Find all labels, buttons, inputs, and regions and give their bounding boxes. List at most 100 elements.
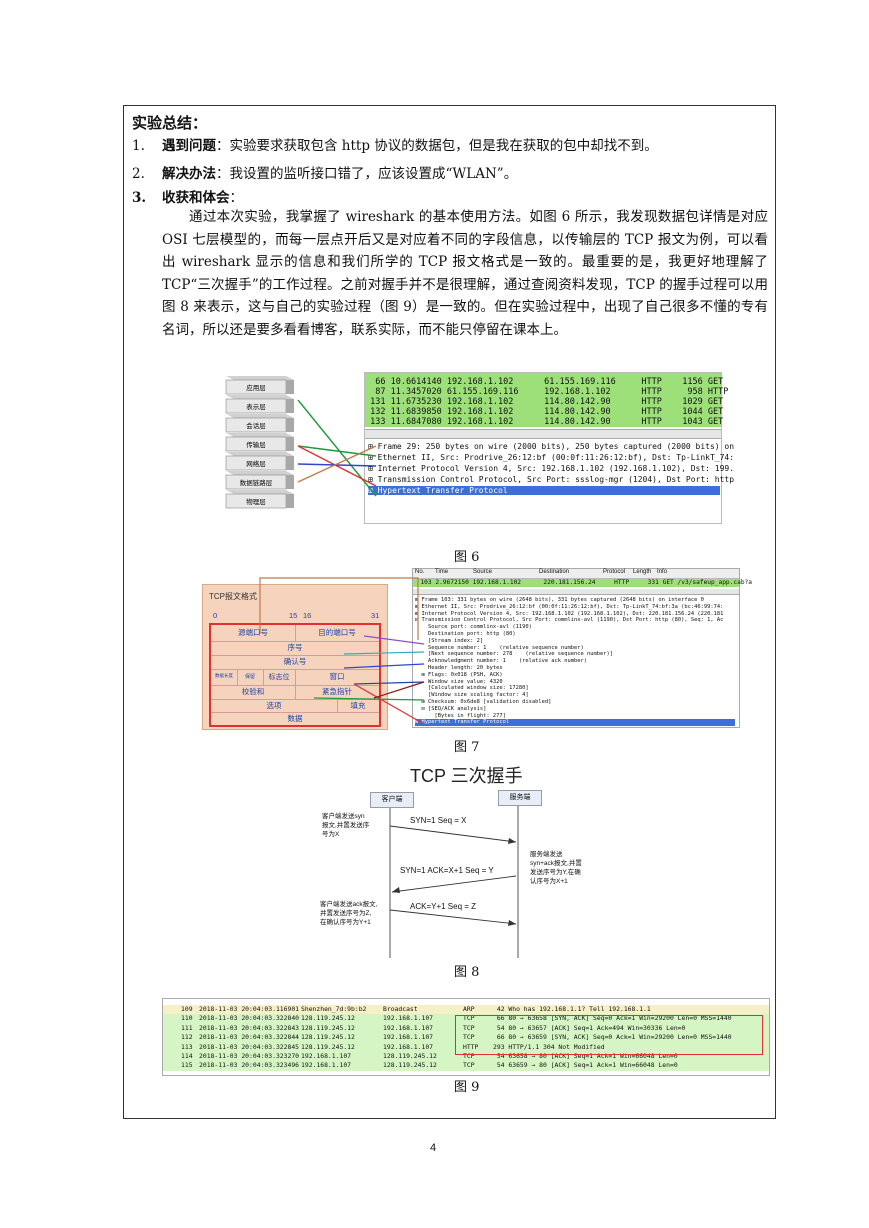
layer-block-top — [226, 471, 294, 475]
tree-line[interactable]: [Calculated window size: 17280] — [415, 685, 529, 692]
packet-row-selected[interactable]: 103 2.9672150 192.168.1.102 220.181.156.… — [413, 579, 752, 587]
cell-info: 66 80 → 63659 [SYN, ACK] Seq=0 Ack=1 Win… — [493, 1033, 732, 1042]
tree-line[interactable]: Sequence number: 1 (relative sequence nu… — [415, 644, 584, 651]
tree-line[interactable]: Acknowledgment number: 1 (relative ack n… — [415, 658, 588, 665]
cell-proto: TCP — [463, 1014, 475, 1023]
layer-block-top — [226, 376, 294, 380]
tree-ip: ⊞ Internet Protocol Version 4, Src: 192.… — [368, 464, 735, 473]
tree-line[interactable]: [Bytes in flight: 277] — [415, 712, 506, 719]
field-reserved: 保留 — [237, 669, 264, 686]
cell-info: 42 Who has 192.168.1.1? Tell 192.168.1.1 — [493, 1005, 651, 1013]
tree-line[interactable]: ⊟ Transmission Control Protocol, Src Por… — [415, 617, 724, 624]
cell-time: 2018-11-03 20:04:03.323496 — [199, 1061, 300, 1070]
cell-info: 54 63659 → 80 [ACK] Seq=1 Ack=1 Win=6604… — [493, 1061, 678, 1070]
horizontal-scrollbar[interactable] — [413, 589, 739, 595]
fig7-arrows — [259, 577, 425, 725]
cell-no: 112 — [181, 1033, 193, 1042]
tree-frame: ⊞ Frame 29: 250 bytes on wire (2000 bits… — [368, 442, 735, 451]
osi-layer-label: 网络层 — [246, 459, 266, 468]
field-checksum: 校验和 — [211, 685, 296, 700]
field-window: 窗口 — [295, 669, 379, 686]
cell-src: 128.119.245.12 — [301, 1042, 355, 1051]
layer-block-side — [286, 437, 294, 451]
cell-dst: 192.168.1.107 — [383, 1023, 434, 1032]
osi-layer-label: 表示层 — [246, 402, 266, 411]
cell-proto: TCP — [463, 1061, 475, 1070]
packet-list — [365, 373, 721, 427]
field-options: 选项 — [211, 699, 338, 713]
col-destination: Destination — [539, 569, 570, 575]
summary-title: 实验总结： — [132, 114, 208, 132]
field-data-offset: 数据长度 — [211, 669, 238, 686]
fig6-caption: 图 6 — [454, 550, 480, 565]
layer-block-side — [286, 475, 294, 489]
tree-line[interactable]: ⊞ Flags: 0x018 (PSH, ACK) — [415, 671, 503, 678]
cell-info: 293 HTTP/1.1 304 Not Modified — [493, 1042, 605, 1051]
layer-block-top — [226, 452, 294, 456]
tree-line[interactable]: ⊞ Hypertext Transfer Protocol — [415, 719, 735, 727]
cell-no: 110 — [181, 1014, 193, 1023]
fig9-caption: 图 9 — [454, 1080, 480, 1095]
col-protocol: Protocol — [603, 569, 626, 575]
item-problem: 1.遇到问题：实验要求获取包含 http 协议的数据包，但是我在获取的包中却找不… — [132, 138, 658, 154]
gains-paragraph: 通过本次实验，我掌握了 wireshark 的基本使用方法。如图 6 所示，我发… — [162, 209, 768, 338]
cell-no: 111 — [181, 1023, 193, 1032]
cell-info: 54 80 → 63657 [ACK] Seq=1 Ack=494 Win=30… — [493, 1023, 686, 1032]
col-time: Time — [435, 569, 449, 575]
cell-time: 2018-11-03 20:04:03.322843 — [199, 1023, 300, 1032]
horizontal-scrollbar[interactable] — [365, 429, 721, 439]
bit-label: 16 — [303, 611, 312, 620]
tree-line[interactable]: ⊞ Ethernet II, Src: Prodrive_26:12:bf (0… — [415, 603, 724, 610]
bit-label: 0 — [213, 611, 218, 620]
wireshark-capture-fig7: No. Time Source Destination Protocol Len… — [412, 568, 752, 728]
packet-row: 131 11.6735230 192.168.1.102 114.80.142.… — [365, 397, 724, 407]
field-flags: 标志位 — [263, 669, 296, 686]
handshake-diagram — [389, 802, 519, 958]
field-padding: 填充 — [337, 699, 379, 713]
osi-layer-label: 数据链路层 — [240, 478, 273, 487]
layer-block-side — [286, 494, 294, 508]
cell-src: 128.119.245.12 — [301, 1033, 355, 1042]
tree-http-selected[interactable]: ⊞ Hypertext Transfer Protocol — [368, 486, 720, 495]
tree-line[interactable]: Header length: 20 bytes — [415, 665, 503, 671]
tree-line[interactable]: Destination port: http (80) — [415, 631, 516, 637]
col-info: Info — [657, 569, 668, 575]
tree-line[interactable]: Window size value: 4320 — [415, 678, 503, 685]
col-no: No. — [415, 569, 425, 575]
wireshark-capture-fig6: 66 10.6614140 192.168.1.102 61.155.169.1… — [364, 372, 734, 524]
layer-block-side — [286, 456, 294, 470]
cell-no: 113 — [181, 1042, 193, 1051]
tree-ethernet: ⊞ Ethernet II, Src: Prodrive_26:12:bf (0… — [368, 453, 735, 462]
cell-dst: 128.119.245.12 — [383, 1052, 437, 1060]
tree-line[interactable]: ⊞ Frame 103: 331 bytes on wire (2648 bit… — [415, 597, 704, 603]
osi-layer-label: 会话层 — [246, 421, 266, 430]
fig7-caption: 图 7 — [454, 740, 480, 755]
cell-time: 2018-11-03 20:04:03.322844 — [199, 1033, 300, 1042]
tree-line[interactable]: [Window size scaling factor: 4] — [415, 692, 529, 699]
tree-line[interactable]: ⊞ Internet Protocol Version 4, Src: 192.… — [415, 610, 724, 617]
tree-line[interactable]: [Next sequence number: 278 (relative seq… — [415, 651, 613, 658]
osi-layer-label: 应用层 — [246, 383, 266, 392]
field-seq: 序号 — [211, 641, 379, 656]
server-label: 服务端 — [498, 790, 542, 806]
packet-row: 133 11.6847080 192.168.1.102 114.80.142.… — [365, 417, 724, 427]
cell-time: 2018-11-03 20:04:03.322840 — [199, 1014, 300, 1023]
msg-syn-ack: SYN=1 ACK=X+1 Seq = Y — [400, 866, 494, 875]
cell-no: 114 — [181, 1052, 193, 1060]
tree-line[interactable]: ⊟ [SEQ/ACK analysis] — [415, 705, 487, 712]
tree-line[interactable]: ⊞ Checksum: 0x6de8 [validation disabled] — [415, 699, 552, 705]
tree-line[interactable]: Source port: commlinx-avl (1190) — [415, 624, 532, 631]
tree-line[interactable]: [Stream index: 2] — [415, 637, 484, 644]
tree-tcp: ⊞ Transmission Control Protocol, Src Por… — [368, 475, 735, 484]
cell-proto: HTTP — [463, 1042, 479, 1051]
cell-src: 128.119.245.12 — [301, 1014, 355, 1023]
